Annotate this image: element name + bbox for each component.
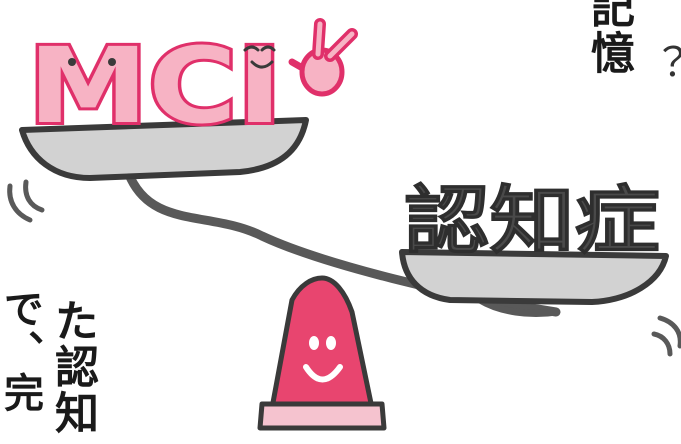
vertical-text-top: 記憶 bbox=[583, 0, 634, 76]
vertical-text-left-2: た認知 bbox=[47, 298, 98, 436]
dementia-label: 認知症 bbox=[404, 178, 660, 264]
peace-hand-icon bbox=[288, 18, 358, 97]
motion-lines bbox=[7, 179, 681, 357]
vertical-text-left-1: で、完 bbox=[0, 288, 44, 414]
fulcrum bbox=[257, 275, 387, 431]
mci-label: MCI bbox=[25, 22, 285, 150]
right-pan bbox=[399, 249, 669, 305]
left-pan bbox=[19, 117, 309, 181]
svg-text:MCI: MCI bbox=[28, 25, 282, 147]
vertical-text-top-partial: ？ bbox=[637, 44, 681, 86]
